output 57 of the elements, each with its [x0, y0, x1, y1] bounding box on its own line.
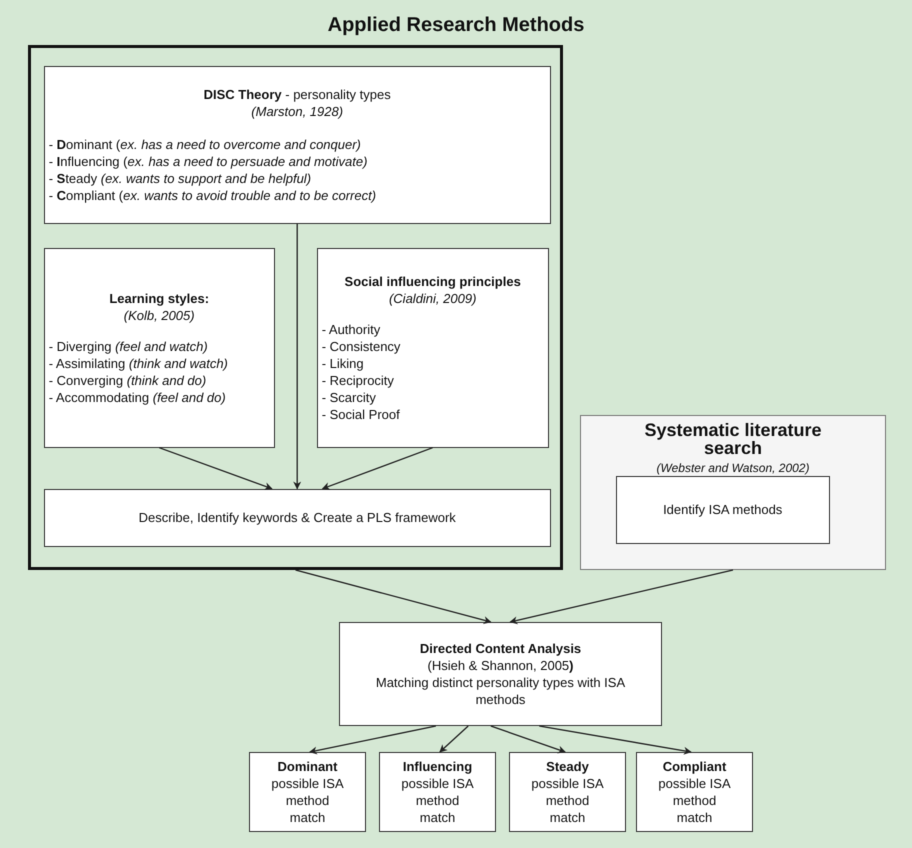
box-heading: Learning styles: [108, 290, 210, 307]
box-heading: Social influencing principles [344, 272, 522, 290]
list-item: - Compliant (ex. wants to avoid trouble and to be correct) [48, 186, 378, 204]
box-text: (Webster and Watson, 2002) [656, 461, 810, 475]
arrow [295, 569, 492, 624]
list-item: - Assimilating (think and watch) [48, 354, 229, 372]
box-heading: DISC Theory - personality types [202, 86, 392, 103]
list-item: - Social Proof [322, 406, 401, 423]
arrow [490, 725, 566, 754]
box-text: (Cialdini, 2009) [388, 290, 478, 307]
arrow [293, 224, 302, 490]
box-heading: Compliant [662, 758, 728, 775]
box-heading: Steady [545, 758, 590, 775]
list-item: - Accommodating (feel and do) [48, 388, 227, 406]
box-text: (Marston, 1928) [250, 102, 344, 120]
process-box [44, 488, 551, 547]
box-text: possible ISA method match [657, 775, 732, 826]
box-heading: Directed Content Analysis [418, 640, 582, 657]
process-box [636, 752, 753, 832]
process-box [616, 476, 830, 544]
box-text: possible ISA method match [530, 775, 605, 826]
box-text: possible ISA method match [400, 775, 475, 826]
box-heading: Influencing [402, 758, 474, 775]
process-box [379, 752, 496, 832]
box-text: Matching distinct personality types with ISA methods [374, 674, 626, 708]
arrow [539, 725, 692, 755]
process-box [316, 248, 549, 448]
process-box [509, 752, 626, 832]
list-item: - Steady (ex. wants to support and be helpful) [48, 170, 312, 187]
group-panel [580, 415, 886, 570]
list-item: - Diverging (feel and watch) [48, 338, 209, 355]
group-panel [28, 45, 563, 570]
process-box [339, 622, 662, 726]
diagram-title: Applied Research Methods [326, 14, 586, 37]
list-item: - Scarcity [322, 388, 377, 406]
list-item: - Dominant (ex. has a need to overcome and conquer) [48, 136, 362, 153]
box-text: possible ISA method match [270, 775, 345, 826]
box-heading: Identify ISA methods [662, 501, 784, 518]
list-item: - Converging (think and do) [48, 372, 208, 389]
box-text: (Kolb, 2005) [122, 306, 196, 324]
list-item: - Authority [322, 320, 382, 338]
process-box [249, 752, 366, 832]
arrow [509, 569, 734, 624]
list-item: - Influencing (ex. has a need to persuade and motivate) [48, 152, 368, 170]
list-item: - Consistency [322, 338, 402, 355]
process-box [44, 248, 275, 448]
arrow [158, 447, 273, 490]
list-item: - Liking [322, 354, 365, 372]
process-box [44, 66, 551, 224]
arrow [322, 447, 433, 490]
box-heading: Dominant [276, 758, 338, 775]
arrow [439, 726, 469, 753]
box-heading: Describe, Identify keywords & Create a PLS framework [138, 509, 457, 526]
arrow [309, 725, 436, 754]
list-item: - Reciprocity [322, 372, 395, 389]
box-text: (Hsieh & Shannon, 2005) [426, 657, 574, 674]
box-heading: Systematic literature search [643, 421, 823, 457]
